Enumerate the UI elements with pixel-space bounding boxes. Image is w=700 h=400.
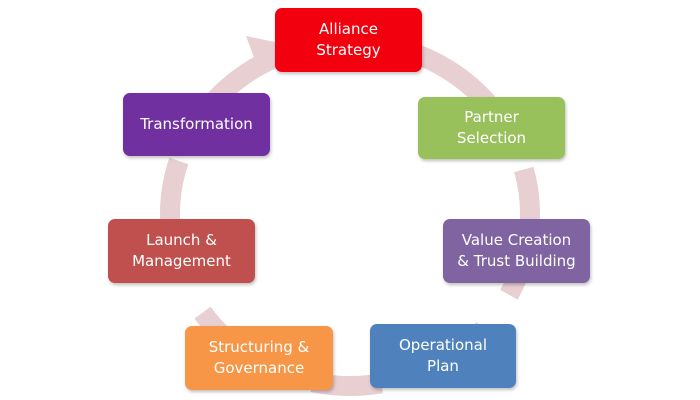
node-transformation: Transformation — [123, 93, 270, 156]
node-transformation-label: Transformation — [140, 115, 253, 133]
node-operational-plan-label: Operational Plan — [398, 336, 487, 375]
node-structuring-governance-label: Structuring & Governance — [208, 338, 310, 377]
node-operational-plan: Operational Plan — [370, 324, 516, 388]
node-value-creation-label: Value Creation & Trust Building — [457, 231, 576, 270]
cycle-arrowhead — [246, 36, 284, 74]
node-partner-selection: Partner Selection — [418, 97, 565, 159]
node-alliance-strategy: Alliance Strategy — [275, 8, 422, 72]
node-partner-selection-label: Partner Selection — [456, 108, 527, 147]
node-structuring-governance: Structuring & Governance — [185, 326, 333, 390]
node-alliance-strategy-label: Alliance Strategy — [316, 20, 381, 59]
node-launch-management: Launch & Management — [108, 219, 255, 283]
node-launch-management-label: Launch & Management — [132, 231, 231, 270]
node-value-creation: Value Creation & Trust Building — [443, 219, 590, 283]
